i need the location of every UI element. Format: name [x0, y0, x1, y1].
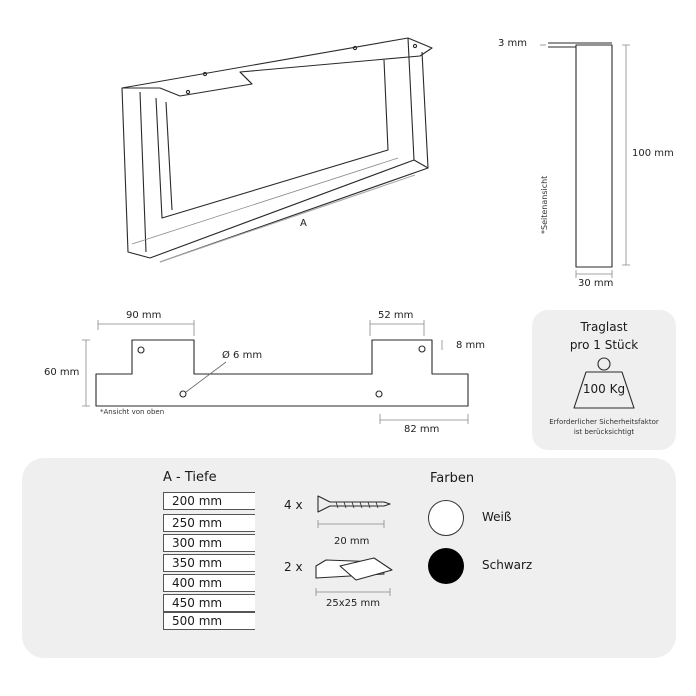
frame-perspective — [121, 37, 433, 263]
side-view — [540, 42, 630, 278]
depth-option[interactable]: 200 mm — [163, 492, 255, 510]
pad-size: 25x25 mm — [326, 598, 381, 609]
color-swatch-black[interactable] — [428, 548, 464, 584]
weight-icon — [573, 357, 635, 409]
pad-icon — [315, 557, 393, 596]
right-width-label: 52 mm — [378, 310, 414, 321]
load-note-1: Erforderlicher Sicherheitsfaktor — [549, 418, 659, 426]
screw-length: 20 mm — [334, 536, 370, 547]
color-label-black: Schwarz — [482, 558, 533, 572]
depth-option[interactable]: 500 mm — [163, 612, 255, 630]
depth-option[interactable]: 450 mm — [163, 594, 255, 612]
options-panel — [22, 458, 676, 658]
depth-option[interactable]: 250 mm — [163, 514, 255, 532]
plate-top-view — [82, 320, 469, 424]
load-panel — [532, 310, 676, 450]
depth-option[interactable]: 350 mm — [163, 554, 255, 572]
tab-height-label: 8 mm — [456, 340, 486, 351]
view-caption: *Ansicht von oben — [100, 408, 165, 416]
screw-count: 4 x — [284, 498, 303, 512]
side-view-caption: *Seitenansicht — [540, 175, 549, 234]
left-width-label: 90 mm — [126, 310, 162, 321]
screw-icon — [317, 495, 391, 528]
pad-count: 2 x — [284, 560, 303, 574]
load-title-1: Traglast — [580, 320, 628, 334]
total-height-label: 60 mm — [44, 367, 80, 378]
depth-option[interactable]: 400 mm — [163, 574, 255, 592]
load-note-2: ist berücksichtigt — [573, 428, 635, 436]
height-label: 100 mm — [632, 148, 674, 159]
colors-title: Farben — [430, 471, 475, 486]
width-label: 30 mm — [578, 278, 614, 289]
bottom-offset-label: 82 mm — [404, 424, 440, 435]
thickness-label: 3 mm — [498, 38, 528, 49]
depth-a-label: A — [300, 218, 307, 229]
load-weight: 100 Kg — [582, 382, 626, 396]
depth-option[interactable]: 300 mm — [163, 534, 255, 552]
color-swatch-white[interactable] — [428, 500, 464, 536]
color-label-white: Weiß — [482, 510, 512, 524]
depth-title: A - Tiefe — [163, 470, 217, 485]
load-title-2: pro 1 Stück — [569, 338, 639, 352]
hole-diameter-label: Ø 6 mm — [222, 350, 263, 361]
